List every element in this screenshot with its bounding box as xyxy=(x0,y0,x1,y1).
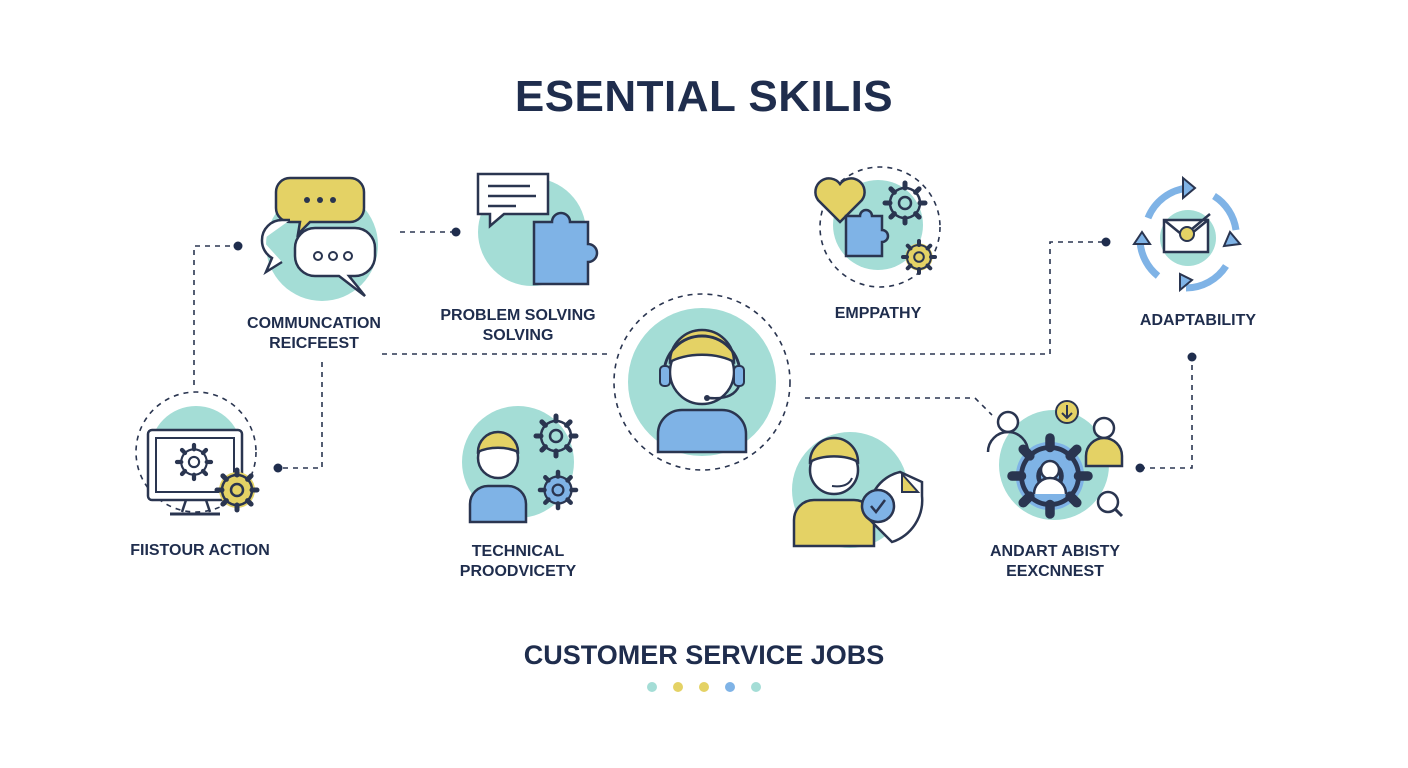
gear-team-icon xyxy=(986,400,1124,520)
label-ability: ANDART ABISTY EEXCNNEST xyxy=(989,543,1121,580)
headset-agent-icon xyxy=(613,293,791,471)
agent-shield-icon xyxy=(792,432,924,548)
heart-gears-icon xyxy=(814,166,941,288)
connector-ability-to-adapt xyxy=(1140,358,1193,469)
connector-center-to-ability xyxy=(805,397,993,416)
connector-first-to-comm xyxy=(193,245,238,385)
page-title: ESENTIAL SKILIS xyxy=(514,72,894,121)
connector-lines xyxy=(193,231,1193,469)
label-communication: COMMUNCATION REICFEEST xyxy=(247,315,381,352)
speech-bubbles-icon xyxy=(260,176,378,301)
footer-dot xyxy=(647,682,657,692)
footer-dot xyxy=(699,682,709,692)
label-empathy: EMPPATHY xyxy=(834,305,922,322)
connector-center-to-adapt xyxy=(810,241,1106,355)
label-adaptability: ADAPTABILITY xyxy=(1139,312,1257,329)
connector-dots xyxy=(233,227,1197,473)
connector-comm-to-first xyxy=(278,362,323,469)
cycle-arrows-icon xyxy=(1132,175,1242,293)
person-gears-icon xyxy=(462,406,576,524)
footer-dot xyxy=(673,682,683,692)
monitor-gears-icon xyxy=(135,391,257,516)
label-first-action: FIISTOUR ACTION xyxy=(130,542,270,559)
footer-dot xyxy=(725,682,735,692)
puzzle-document-icon xyxy=(476,172,599,286)
footer-dots xyxy=(0,682,1408,692)
label-problem-solving: PROBLEM SOLVING SOLVING xyxy=(440,307,596,344)
page-subtitle: CUSTOMER SERVICE JOBS xyxy=(523,640,885,670)
footer-dot xyxy=(751,682,761,692)
label-technical: TECHNICAL PROODVICETY xyxy=(459,543,577,580)
